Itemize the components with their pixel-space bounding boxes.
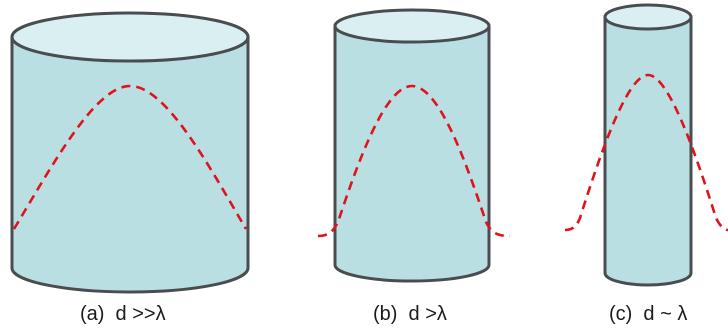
caption-b: (b) d >λ xyxy=(373,303,447,325)
wave-profile-c xyxy=(564,73,728,232)
caption-c: (c) d ~ λ xyxy=(609,303,688,325)
cylinder-top-c xyxy=(603,3,693,31)
cylinder-body-b xyxy=(333,24,491,283)
cylinder-body-a xyxy=(10,35,250,294)
cylinder-top-b xyxy=(333,8,491,44)
wave-profile-b xyxy=(317,84,511,238)
cylinder-body-c xyxy=(603,15,693,287)
cylinder-top-a xyxy=(10,11,250,63)
panel-b xyxy=(317,8,511,283)
wave-profile-a xyxy=(12,84,248,230)
panel-c xyxy=(564,3,728,287)
caption-a: (a) d >>λ xyxy=(80,303,166,325)
panel-a xyxy=(10,11,250,294)
